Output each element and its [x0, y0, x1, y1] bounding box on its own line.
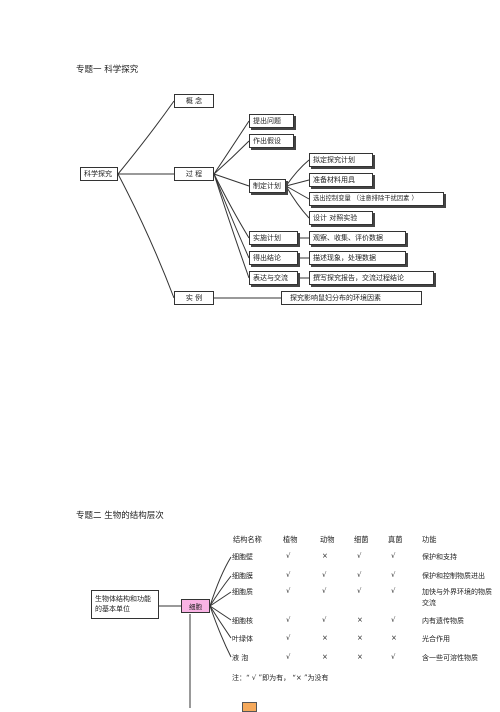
row-cytoplasm-bacteria: √	[357, 587, 362, 595]
row-nucleus-function: 内有遗传物质	[422, 617, 464, 625]
root-node-basic-unit-text: 生物体结构和功能的基本单位	[95, 594, 151, 613]
row-cytoplasm-fungi: √	[391, 587, 396, 595]
row-cell-membrane-animal: √	[322, 571, 327, 579]
row-nucleus-animal: √	[322, 616, 327, 624]
plan-item-materials: 准备材料用具	[309, 173, 373, 187]
row-chloroplast-function: 光合作用	[422, 635, 450, 643]
header-plant: 植物	[283, 535, 298, 544]
plan-item-variables: 选出控制变量 （注意排除干扰因素 ）	[309, 192, 444, 206]
row-chloroplast-fungi: ×	[391, 634, 397, 642]
row-cytoplasm-name: 细胞质	[232, 588, 253, 596]
row-vacuole-plant: √	[286, 653, 291, 661]
row-cell-wall-plant: √	[286, 552, 291, 560]
header-fungi: 真菌	[388, 535, 403, 544]
row-chloroplast-plant: √	[286, 634, 291, 642]
step-make-hypothesis: 作出假设	[249, 134, 294, 148]
step-ask-question: 提出问题	[249, 114, 294, 128]
step-implement-plan: 实施计划	[249, 231, 298, 245]
row-cell-wall-function: 保护和支持	[422, 553, 457, 561]
row-cell-membrane-bacteria: √	[357, 571, 362, 579]
row-cell-membrane-name: 细胞膜	[232, 572, 253, 580]
node-concept: 概 念	[174, 94, 214, 108]
row-cell-wall-bacteria: √	[357, 552, 362, 560]
root-node-science-inquiry: 科学探究	[80, 167, 118, 181]
row-cell-membrane-function: 保护和控制物质进出	[422, 572, 485, 580]
row-chloroplast-animal: ×	[322, 634, 328, 642]
section2-title: 专题二 生物的结构层次	[76, 511, 164, 521]
node-example: 实 例	[174, 291, 214, 305]
row-vacuole-name: 液 泡	[232, 654, 249, 662]
plan-item-control-experiment: 设计 对照实验	[309, 211, 373, 225]
node-process: 过 程	[174, 167, 214, 181]
row-cell-membrane-fungi: √	[391, 571, 396, 579]
table-note: 注：“ √ ”即为有， “× ”为没有	[232, 674, 329, 682]
header-function: 功能	[422, 535, 437, 544]
node-cell: 细胞	[181, 599, 210, 613]
row-nucleus-bacteria: ×	[357, 616, 363, 624]
row-cell-wall-animal: ×	[322, 552, 328, 560]
step-express-communicate: 表达与交流	[249, 271, 298, 285]
detail-observe-collect: 观察、收集、评价数据	[309, 231, 406, 245]
header-bacteria: 细菌	[354, 535, 369, 544]
example-detail-woodlouse: 探究影响鼠妇分布的环境因素	[281, 291, 422, 305]
root-node-basic-unit: 生物体结构和功能的基本单位	[91, 590, 159, 619]
row-cell-wall-name: 细胞壁	[232, 553, 253, 561]
row-nucleus-plant: √	[286, 616, 291, 624]
row-cytoplasm-plant: √	[286, 587, 291, 595]
row-cytoplasm-animal: √	[322, 587, 327, 595]
row-chloroplast-bacteria: ×	[357, 634, 363, 642]
detail-describe-process: 描述现象，处理数据	[309, 251, 406, 265]
detail-write-report: 撰写探究报告，交流过程结论	[309, 271, 434, 285]
section1-title: 专题一 科学探究	[76, 65, 139, 75]
step-draw-conclusion: 得出结论	[249, 251, 298, 265]
row-cytoplasm-function: 加快与外界环境的物质交流	[422, 588, 492, 607]
row-vacuole-fungi: √	[391, 653, 396, 661]
row-cell-membrane-plant: √	[286, 571, 291, 579]
row-cell-wall-fungi: √	[391, 552, 396, 560]
header-animal: 动物	[320, 535, 335, 544]
partial-node-bottom	[242, 702, 257, 712]
header-structure-name: 结构名称	[233, 535, 262, 544]
row-vacuole-animal: ×	[322, 653, 328, 661]
step-make-plan: 制定计划	[249, 179, 286, 193]
row-vacuole-function: 含一些可溶性物质	[422, 654, 478, 662]
row-nucleus-fungi: √	[391, 616, 396, 624]
row-chloroplast-name: 叶绿体	[232, 635, 253, 643]
row-vacuole-bacteria: ×	[357, 653, 363, 661]
row-nucleus-name: 细胞核	[232, 617, 253, 625]
plan-item-draft: 拟定探究计划	[309, 153, 373, 167]
